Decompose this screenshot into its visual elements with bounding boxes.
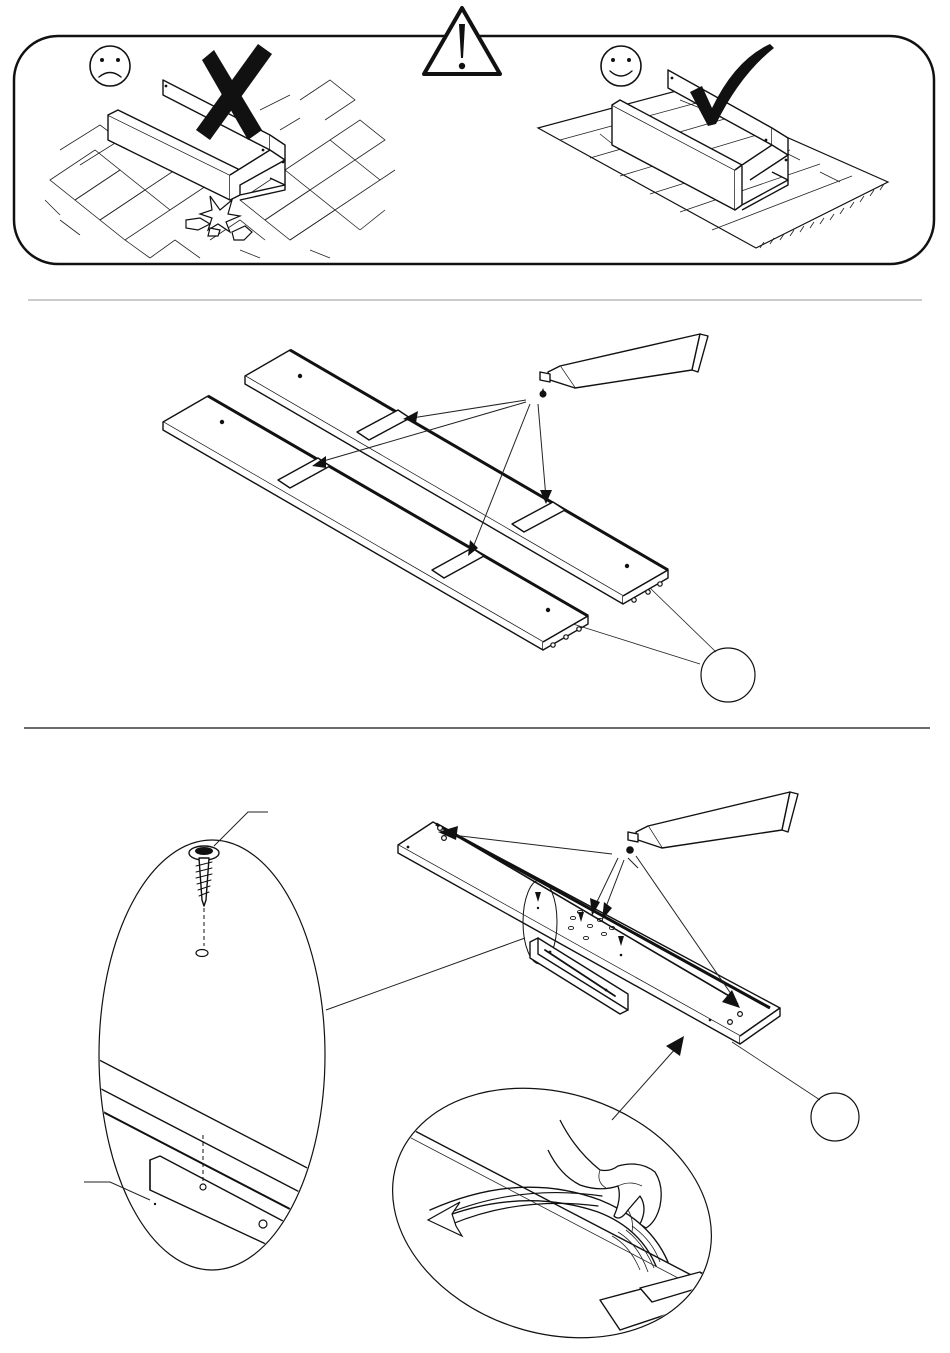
smiley-face-icon <box>601 46 641 86</box>
step-glue-boards <box>163 334 755 702</box>
part-callout <box>573 588 755 702</box>
detail-zoom-screw <box>80 812 340 1270</box>
detail-zoom-peel-tape <box>360 1049 744 1353</box>
broken-pieces <box>186 196 252 240</box>
part-callout-step2 <box>732 1042 859 1141</box>
exclamation-triangle-icon <box>424 8 500 74</box>
warning-panel <box>14 8 934 264</box>
step-mount-rail <box>80 792 859 1353</box>
detail-arrow <box>612 1036 684 1120</box>
glue-tube-icon <box>540 334 709 398</box>
screw-icon <box>189 846 219 957</box>
sad-face-icon <box>90 46 130 86</box>
drawer-front-board <box>398 822 780 1044</box>
glue-tube-icon <box>626 792 798 854</box>
